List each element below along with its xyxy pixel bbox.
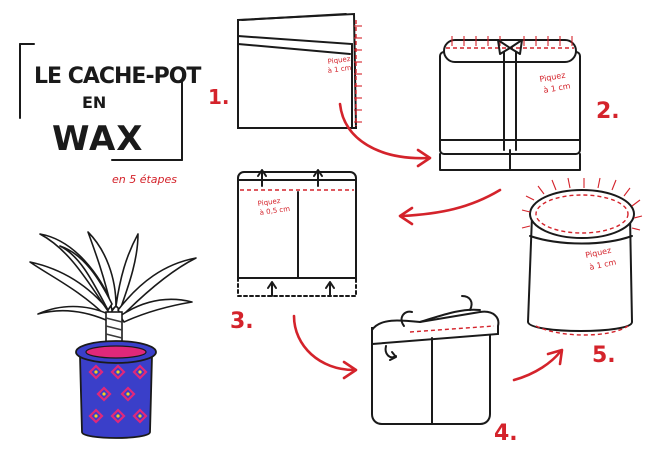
step-1-note-line1: Piquez bbox=[327, 55, 351, 66]
step-4-number: 4. bbox=[494, 421, 518, 446]
arrow-icon bbox=[292, 314, 358, 380]
title-line2: EN bbox=[82, 93, 106, 112]
title-line1: LE CACHE-POT bbox=[34, 64, 201, 89]
wax-pot bbox=[75, 340, 157, 439]
arrow-icon bbox=[398, 188, 502, 226]
title-block: LE CACHE-POT EN WAX en 5 étapes bbox=[19, 43, 202, 186]
pin-icon bbox=[521, 177, 643, 231]
step-5: Piquez à 1 cm 5. bbox=[521, 177, 643, 368]
plant-illustration bbox=[29, 231, 197, 439]
step-1: Piquez à 1 cm 1. bbox=[208, 12, 362, 129]
title-line3: WAX bbox=[52, 119, 144, 159]
step-1-note-line2: à 1 cm bbox=[327, 64, 352, 75]
ribbon-icon bbox=[497, 39, 523, 151]
step-3-note-line1: Piquez bbox=[257, 197, 281, 208]
arrow-icon bbox=[512, 348, 564, 382]
step-1-number: 1. bbox=[208, 85, 230, 109]
step-2: Piquez à 1 cm 2. bbox=[439, 36, 620, 171]
step-5-number: 5. bbox=[592, 343, 616, 368]
step-2-number: 2. bbox=[596, 99, 620, 124]
step-2-note-line1: Piquez bbox=[539, 71, 566, 84]
step-3: Piquez à 0,5 cm 3. bbox=[230, 169, 357, 334]
arrow-icon bbox=[338, 102, 432, 168]
plant-trunk bbox=[105, 311, 123, 347]
plant-icon bbox=[29, 231, 197, 323]
title-subtitle: en 5 étapes bbox=[112, 173, 177, 186]
step-4: 4. bbox=[371, 295, 518, 446]
step-3-number: 3. bbox=[230, 309, 254, 334]
pin-icon bbox=[354, 25, 362, 123]
